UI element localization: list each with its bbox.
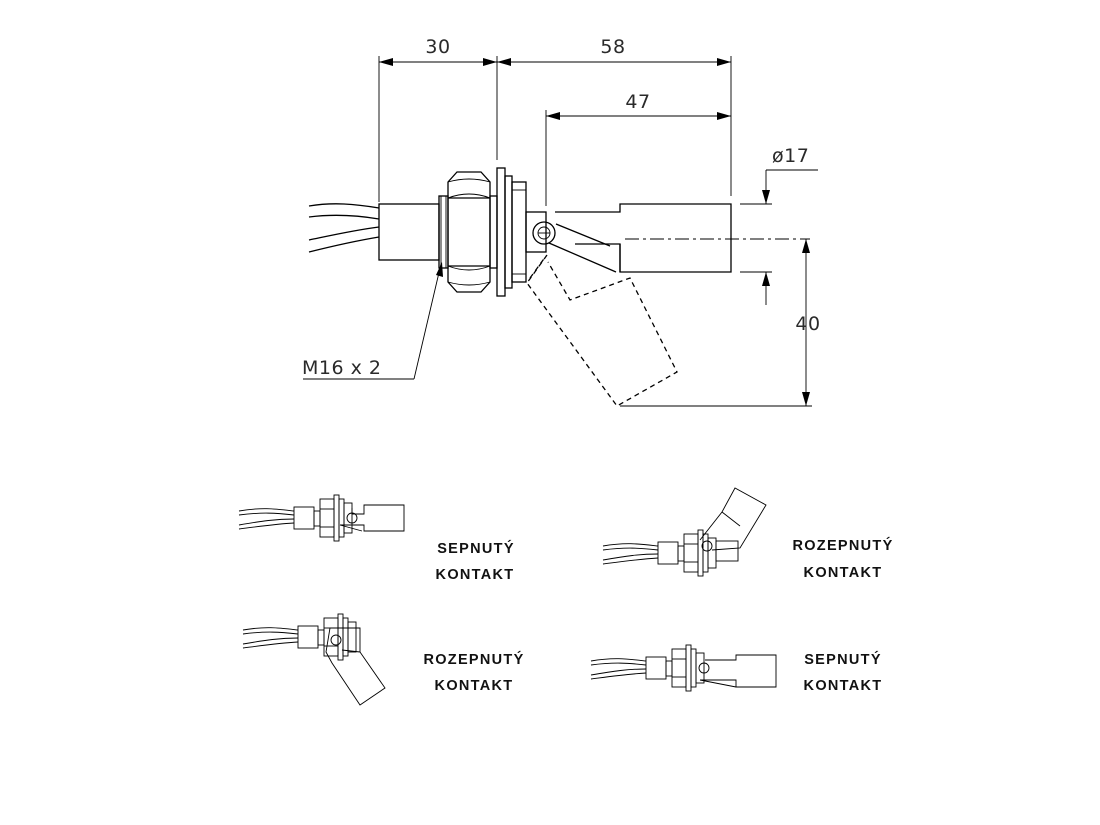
main-drawing: 30 58 47 ø17 40 — [302, 36, 820, 407]
wires — [308, 203, 380, 253]
state-3-line2: KONTAKT — [435, 678, 514, 694]
dimension-47: 47 — [546, 91, 731, 120]
cable-sleeve — [378, 203, 440, 261]
state-2-line1: ROZEPNUTÝ — [792, 536, 893, 554]
pivot-screw — [532, 221, 556, 245]
dim-label-40: 40 — [795, 313, 820, 335]
dim-label-30: 30 — [425, 36, 450, 58]
flange — [489, 167, 527, 297]
dim-label-diameter: ø17 — [772, 145, 809, 167]
thread-leader: M16 x 2 — [302, 262, 443, 380]
state-label-4: SEPNUTÝ KONTAKT — [804, 650, 883, 694]
switch-stem — [525, 211, 547, 253]
variant-bottom-left — [242, 613, 386, 706]
thread — [438, 195, 449, 269]
dimension-diameter: ø17 — [762, 145, 818, 305]
state-4-line2: KONTAKT — [804, 678, 883, 694]
state-label-1: SEPNUTÝ KONTAKT — [436, 539, 515, 583]
dimension-40: 40 — [795, 239, 820, 406]
variant-top-left — [238, 494, 405, 542]
thread-label: M16 x 2 — [302, 357, 381, 379]
dimension-58: 58 — [497, 36, 731, 66]
dim-label-47: 47 — [625, 91, 650, 113]
hex-nut — [447, 171, 491, 293]
state-label-3: ROZEPNUTÝ KONTAKT — [423, 650, 524, 694]
state-1-line2: KONTAKT — [436, 567, 515, 583]
dim-label-58: 58 — [600, 36, 625, 58]
float-horizontal — [548, 203, 732, 273]
extension-lines — [378, 56, 812, 407]
state-4-line1: SEPNUTÝ — [804, 650, 882, 668]
state-1-line1: SEPNUTÝ — [437, 539, 515, 557]
dimension-30: 30 — [379, 36, 497, 66]
state-2-line2: KONTAKT — [804, 565, 883, 581]
float-swung-dashed — [526, 254, 678, 407]
variant-bottom-right — [590, 644, 777, 692]
state-3-line1: ROZEPNUTÝ — [423, 650, 524, 668]
variant-top-right — [602, 487, 767, 577]
state-label-2: ROZEPNUTÝ KONTAKT — [792, 536, 893, 581]
